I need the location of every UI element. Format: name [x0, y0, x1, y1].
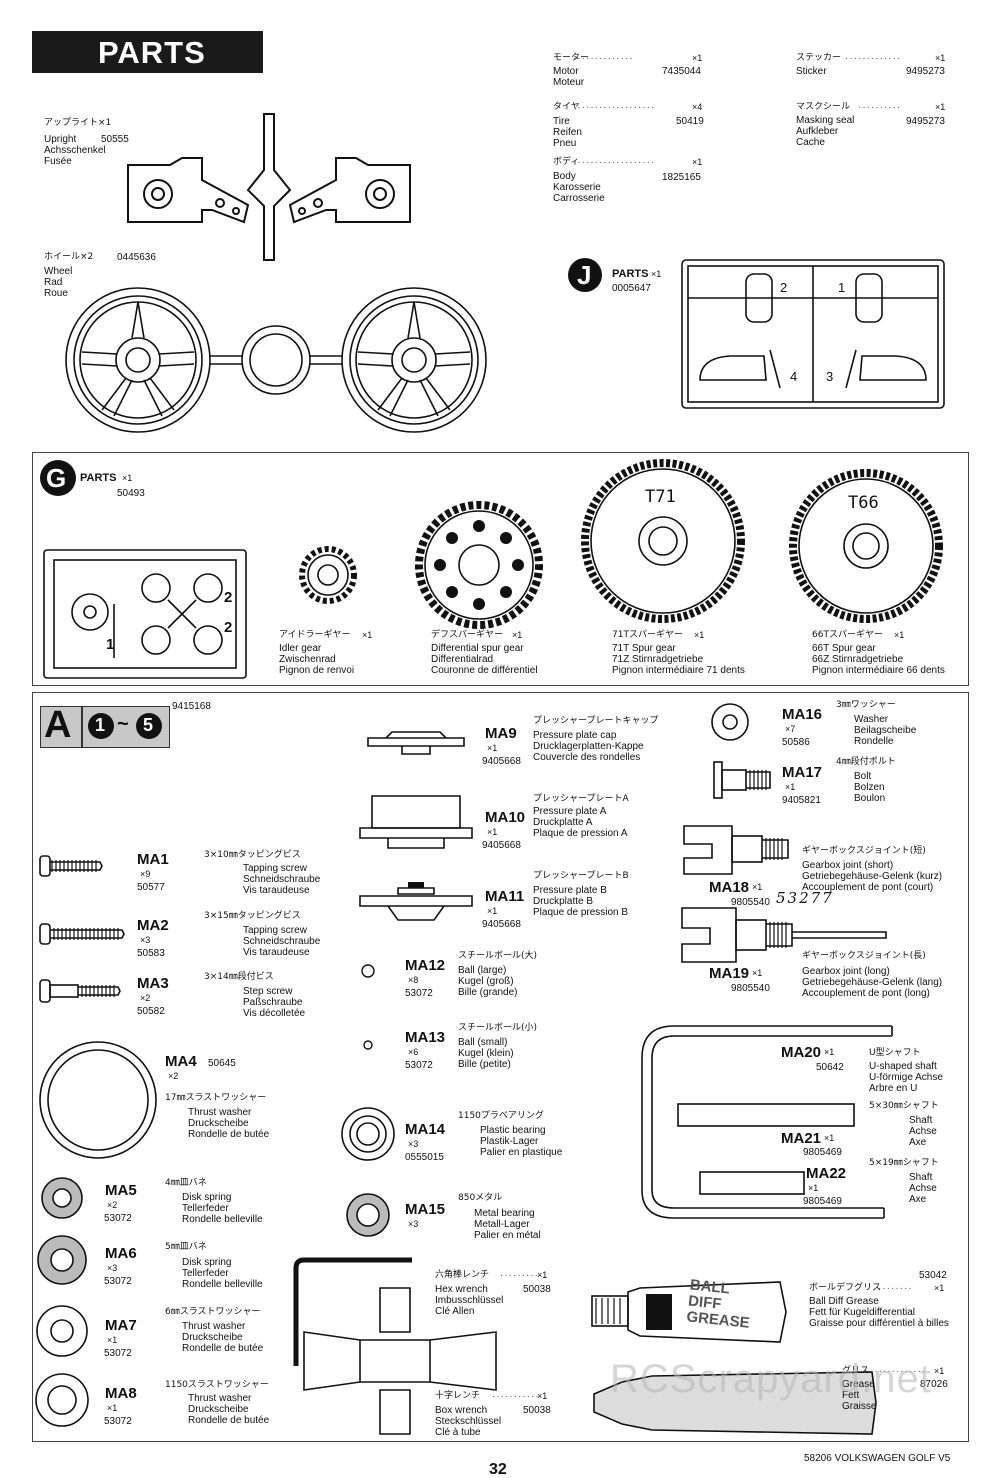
bag-a-code: 9415168: [172, 701, 211, 712]
ma7-thrust-washer-drawing: [36, 1305, 88, 1357]
spur-gear-66t-drawing: [789, 469, 943, 623]
ma6-disk-spring-drawing: [37, 1235, 87, 1285]
step-sep: ~: [117, 713, 129, 735]
parts-g-box: [32, 452, 969, 686]
step-from: 1: [95, 715, 106, 735]
parts-j-label: PARTS: [612, 268, 649, 280]
ma14-bearing-drawing: [341, 1107, 395, 1161]
ma13-ball-drawing: [363, 1040, 373, 1050]
page-number: 32: [489, 1461, 507, 1478]
ma9-plate-cap-drawing: [367, 731, 465, 755]
ma21-shaft-drawing: [677, 1103, 855, 1127]
hex-wrench-drawing: [293, 1257, 412, 1366]
step-to: 5: [143, 715, 154, 735]
parts-j-badge: [568, 258, 602, 292]
parts-g-letter: G: [46, 463, 67, 493]
spur-gear-66t-mark: T66: [848, 493, 879, 513]
diff-spur-gear-drawing: [415, 501, 543, 629]
parts-j-num-1: 1: [838, 280, 846, 295]
parts-g-code: 50493: [117, 488, 145, 499]
ma8-thrust-washer-drawing: [35, 1373, 89, 1427]
step-from-badge: [88, 713, 114, 739]
dot-leader: ··············: [573, 53, 634, 64]
parts-j-num-3: 3: [826, 369, 834, 384]
parts-j-num-2: 2: [780, 280, 788, 295]
ball-diff-grease-tube-text: BALL DIFF GREASE: [685, 1276, 751, 1332]
ma1-screw-drawing: [39, 855, 103, 877]
idler-gear-drawing: [299, 546, 357, 604]
ma11-plate-b-drawing: [359, 882, 473, 921]
spur-gear-71t-mark: T71: [645, 487, 676, 507]
ma12-ball-drawing: [361, 964, 375, 978]
ball-diff-grease-tube-drawing: [591, 1281, 787, 1343]
ma22-shaft-drawing: [699, 1171, 805, 1195]
ma19-joint-long-drawing: [681, 907, 887, 963]
parts-j-num-4: 4: [790, 369, 798, 384]
ma18-joint-short-drawing: [683, 825, 789, 875]
parts-g-sprue-drawing: [43, 549, 247, 679]
parts-j-qty: ×1: [651, 269, 662, 279]
upright-sprue-drawing: [127, 113, 411, 261]
ma2-screw-drawing: [39, 923, 125, 945]
ma18-handwritten-note: 53277: [776, 889, 834, 907]
footer-model: 58206 VOLKSWAGEN GOLF V5: [804, 1453, 951, 1464]
watermark: RCScrapyard.net: [610, 1357, 932, 1401]
spur-gear-71t-drawing: [581, 459, 745, 623]
bag-a-letter: A: [44, 704, 72, 746]
parts-g-num-2a: 2: [224, 589, 233, 606]
ma10-plate-a-drawing: [359, 795, 473, 849]
ma20-u-shaft-drawing: [641, 1025, 893, 1219]
ma3-step-screw-drawing: [39, 979, 121, 1003]
step-to-badge: [136, 713, 162, 739]
bag-a-badge: [40, 706, 82, 748]
parts-header: [32, 31, 263, 73]
ma17-bolt-drawing: [713, 761, 771, 799]
parts-g-qty: ×1: [122, 473, 133, 483]
ma5-disk-spring-drawing: [41, 1177, 83, 1219]
parts-g-badge: [40, 460, 76, 496]
page-title: PARTS: [98, 35, 206, 70]
bag-a-box: [32, 692, 969, 1442]
grease-tube-drawing: [593, 1371, 877, 1435]
parts-g-num-2b: 2: [224, 619, 233, 636]
parts-g-num-1: 1: [106, 636, 115, 653]
ma15-bearing-drawing: [346, 1193, 390, 1237]
parts-j-sprue-drawing: [681, 259, 945, 409]
wheel-sprue-drawing: [65, 287, 487, 433]
parts-g-label: PARTS: [80, 472, 117, 484]
ma16-washer-drawing: [711, 703, 749, 741]
box-wrench-drawing: [303, 1287, 497, 1435]
parts-j-code: 0005647: [612, 283, 651, 294]
ma4-washer-drawing: [39, 1041, 157, 1159]
parts-j-letter: J: [577, 260, 592, 290]
